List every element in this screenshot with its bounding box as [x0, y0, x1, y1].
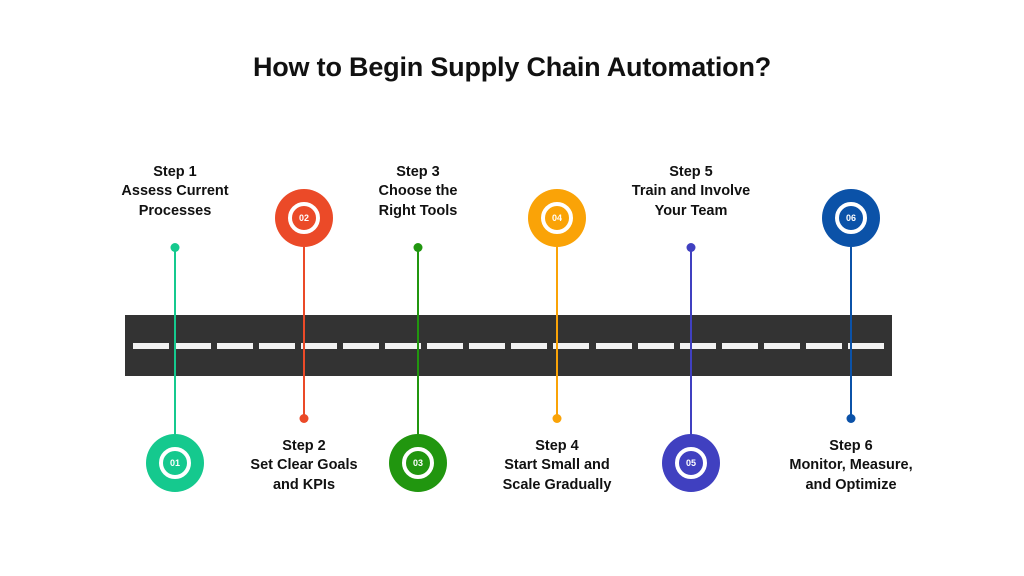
- step-label-line: Set Clear Goals: [250, 457, 358, 474]
- road-dash: [721, 342, 758, 349]
- road-dash: [301, 342, 338, 349]
- step-connector-dot: [846, 414, 856, 423]
- road-dash: [679, 342, 716, 349]
- road-dash: [469, 342, 506, 349]
- marker-ring-icon: 01: [159, 447, 191, 479]
- road-dash: [763, 342, 800, 349]
- step-label-line: Processes: [138, 202, 212, 219]
- step-number: 01: [169, 457, 180, 468]
- step-connector-line: [174, 248, 176, 438]
- step-connector-line: [850, 247, 852, 419]
- step-number: 03: [412, 457, 423, 468]
- step-connector-line: [303, 247, 305, 419]
- step-label-line: Train and Involve: [631, 183, 751, 200]
- step-number: 05: [685, 457, 696, 468]
- step-label-line: and KPIs: [272, 476, 336, 493]
- step-marker-03[interactable]: 03: [389, 434, 447, 492]
- step-connector-dot: [552, 414, 562, 423]
- step-marker-02[interactable]: 02: [275, 189, 333, 247]
- step-label-line: Your Team: [654, 202, 728, 219]
- step-number: 04: [551, 212, 562, 223]
- road-dash: [259, 342, 296, 349]
- step-label-heading: Step 3: [396, 164, 440, 180]
- step-connector-line: [690, 248, 692, 438]
- step-label-heading: Step 4: [535, 438, 579, 454]
- step-label-06: Step 6 Monitor, Measure, and Optimize: [741, 437, 961, 495]
- step-label-heading: Step 2: [282, 438, 326, 454]
- step-label-line: Right Tools: [378, 202, 458, 219]
- step-label-line: Monitor, Measure,: [789, 457, 913, 474]
- road-dash: [385, 342, 422, 349]
- road-bar: [125, 315, 892, 376]
- step-label-line: and Optimize: [805, 476, 897, 493]
- road-dash: [511, 342, 548, 349]
- road-dash-row: [125, 315, 892, 376]
- step-connector-dot: [299, 414, 309, 423]
- step-label-line: Assess Current: [121, 183, 229, 200]
- road-dash: [637, 342, 674, 349]
- step-number: 02: [298, 212, 309, 223]
- road-dash: [427, 342, 464, 349]
- marker-ring-icon: 06: [835, 202, 867, 234]
- road-dash: [217, 342, 254, 349]
- step-label-02: Step 2 Set Clear Goals and KPIs: [194, 437, 414, 495]
- step-connector-line: [556, 247, 558, 419]
- step-marker-06[interactable]: 06: [822, 189, 880, 247]
- step-label-line: Choose the: [378, 183, 458, 200]
- marker-ring-icon: 03: [402, 447, 434, 479]
- step-label-line: Start Small and: [504, 457, 610, 474]
- step-label-heading: Step 6: [829, 438, 873, 454]
- step-label-heading: Step 1: [153, 164, 197, 180]
- road-dash: [595, 342, 632, 349]
- step-connector-dot: [170, 243, 180, 252]
- step-connector-dot: [413, 243, 423, 252]
- step-label-line: Scale Gradually: [502, 476, 612, 493]
- step-marker-05[interactable]: 05: [662, 434, 720, 492]
- road-dash: [175, 342, 212, 349]
- step-marker-01[interactable]: 01: [146, 434, 204, 492]
- marker-ring-icon: 02: [288, 202, 320, 234]
- road-dash: [133, 342, 169, 349]
- step-number: 06: [845, 212, 856, 223]
- road-dash: [553, 342, 590, 349]
- page-title: How to Begin Supply Chain Automation?: [252, 52, 772, 82]
- step-label-heading: Step 5: [669, 164, 713, 180]
- road-dash: [805, 342, 842, 349]
- road-dash: [847, 342, 884, 349]
- step-marker-04[interactable]: 04: [528, 189, 586, 247]
- road-dash: [343, 342, 380, 349]
- marker-ring-icon: 05: [675, 447, 707, 479]
- step-connector-dot: [686, 243, 696, 252]
- marker-ring-icon: 04: [541, 202, 573, 234]
- step-connector-line: [417, 248, 419, 438]
